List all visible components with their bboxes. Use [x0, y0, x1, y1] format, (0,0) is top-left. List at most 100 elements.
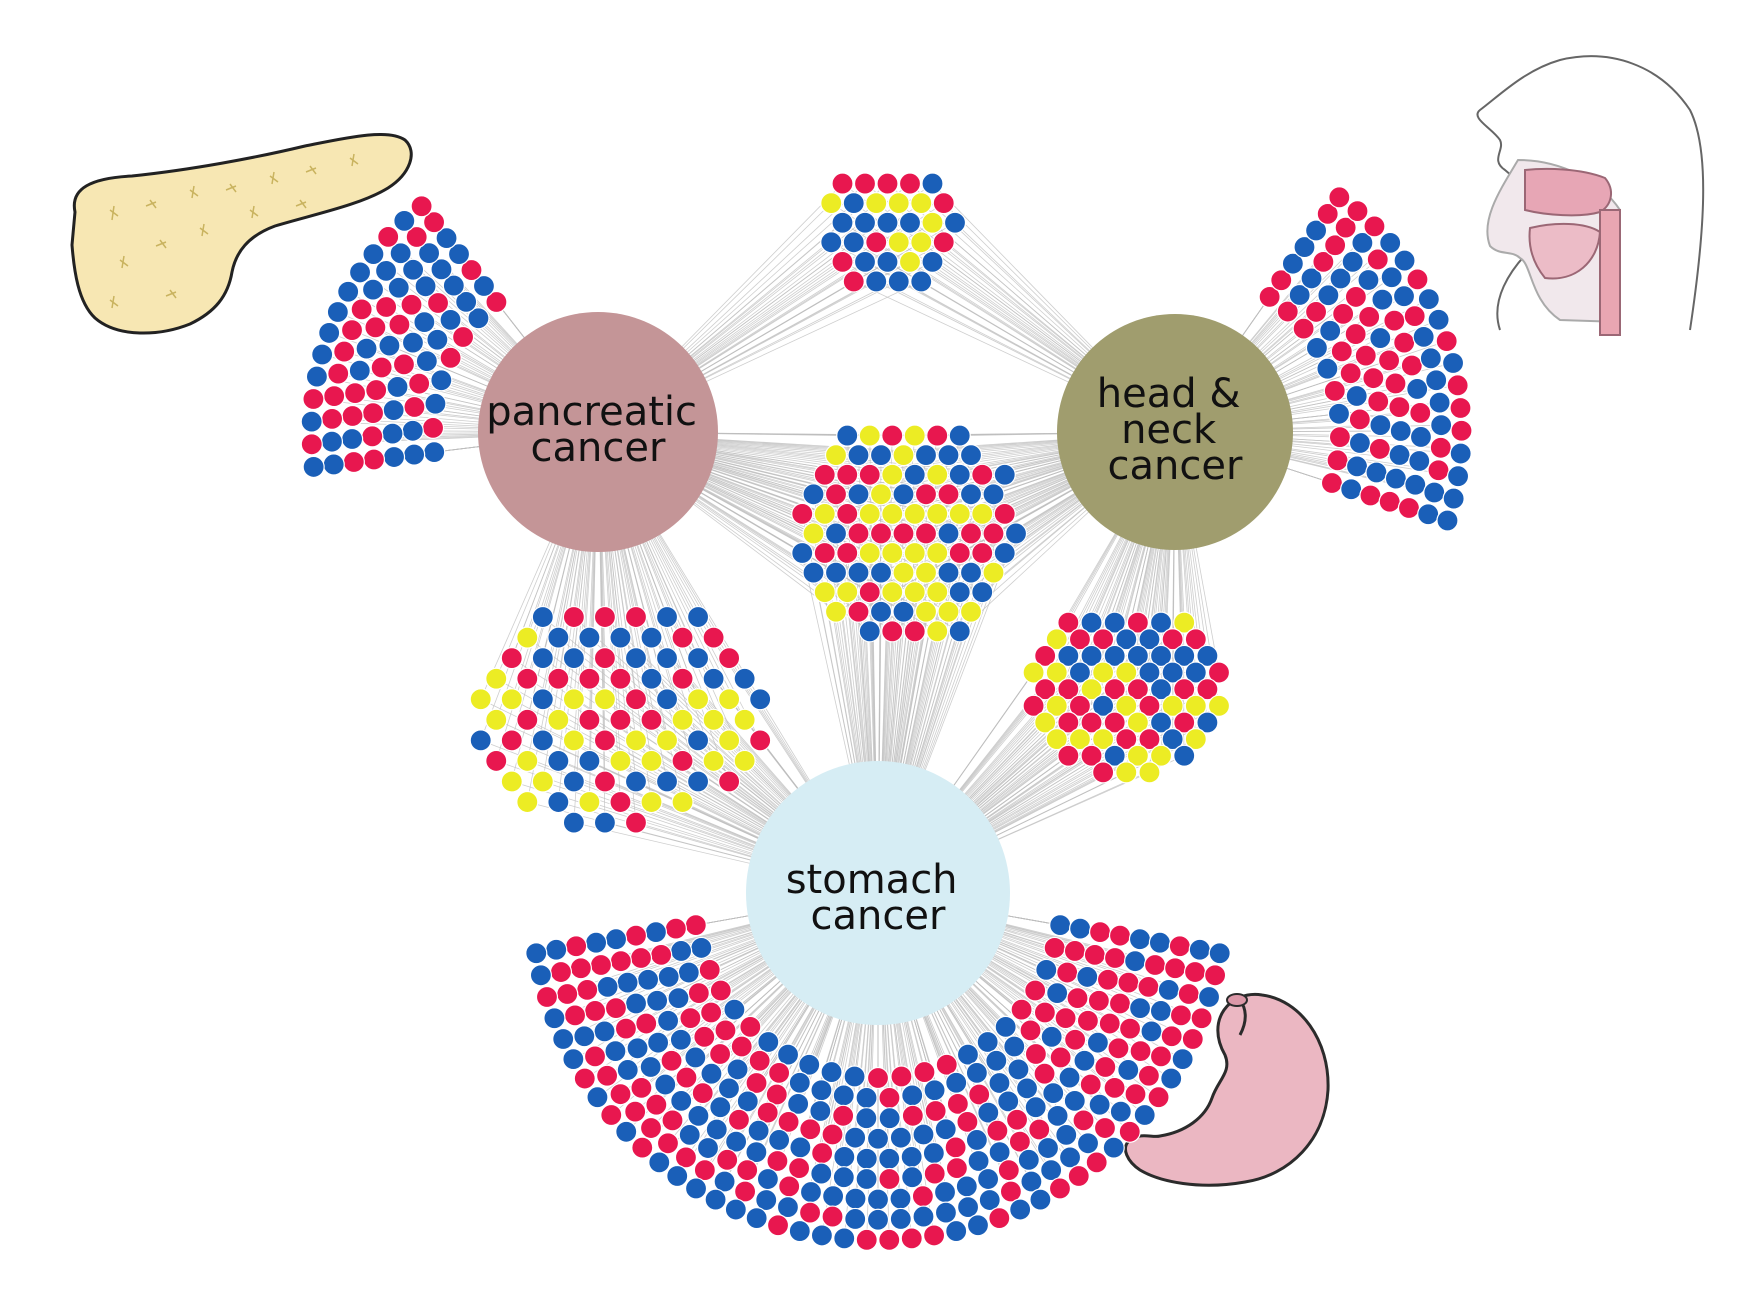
- hub-pancreatic-cancer[interactable]: pancreatic cancer: [478, 312, 718, 552]
- node-red: [1108, 992, 1132, 1015]
- node-blue: [636, 968, 660, 991]
- node-red: [932, 231, 955, 254]
- node-red: [593, 770, 617, 793]
- node-red: [1033, 1001, 1056, 1024]
- node-blue: [531, 729, 554, 752]
- node-red: [739, 1015, 762, 1038]
- node-blue: [655, 647, 679, 670]
- node-blue: [971, 581, 994, 604]
- node-yellow: [869, 483, 893, 506]
- node-blue: [1117, 1058, 1140, 1082]
- node-yellow: [485, 708, 508, 731]
- node-red: [1034, 644, 1057, 668]
- node-blue: [842, 231, 865, 254]
- node-red: [1324, 234, 1347, 257]
- node-yellow: [926, 463, 949, 486]
- node-red: [811, 1141, 834, 1165]
- node-blue: [945, 1071, 968, 1094]
- node-blue: [876, 250, 899, 273]
- node-blue: [733, 667, 756, 690]
- node-blue: [382, 399, 405, 422]
- node-red: [635, 1012, 658, 1035]
- cluster-pancreatic-only: [300, 195, 508, 479]
- node-red: [405, 225, 428, 249]
- node-red: [1435, 329, 1458, 353]
- node-blue: [833, 1145, 856, 1168]
- hub-stomach-cancer[interactable]: stomach cancer: [746, 761, 1010, 1025]
- cluster-headneck-stomach: [1022, 611, 1231, 784]
- node-blue: [624, 770, 648, 793]
- node-red: [1367, 390, 1390, 413]
- node-red: [749, 729, 772, 752]
- node-blue: [1149, 999, 1172, 1023]
- node-red: [664, 917, 687, 940]
- node-yellow: [655, 729, 679, 752]
- node-blue: [435, 227, 458, 250]
- node-blue: [959, 483, 983, 506]
- node-red: [584, 999, 607, 1023]
- node-blue: [956, 1195, 980, 1219]
- node-red: [1406, 268, 1429, 291]
- node-blue: [892, 600, 915, 623]
- node-blue: [1058, 1066, 1081, 1089]
- node-blue: [1171, 1048, 1194, 1071]
- node-blue: [853, 211, 877, 234]
- node-red: [500, 647, 523, 670]
- node-red: [365, 378, 388, 402]
- node-blue: [889, 1187, 912, 1210]
- node-blue: [982, 483, 1005, 506]
- node-red: [727, 1108, 751, 1131]
- node-blue: [820, 231, 843, 254]
- node-red: [1169, 1004, 1193, 1027]
- node-red: [333, 340, 356, 363]
- node-blue: [945, 1219, 968, 1243]
- cluster-headneck-only: [1258, 186, 1473, 532]
- node-blue: [626, 1037, 649, 1060]
- node-yellow: [702, 708, 725, 731]
- node-yellow: [914, 600, 938, 623]
- node-blue: [696, 1136, 720, 1160]
- node-blue: [832, 1084, 855, 1107]
- node-red: [831, 250, 854, 273]
- node-blue: [1003, 1035, 1026, 1058]
- node-red: [1312, 250, 1335, 273]
- node-red: [600, 1103, 623, 1127]
- node-red: [855, 1228, 878, 1251]
- node-red: [869, 522, 893, 545]
- node-blue: [1128, 997, 1152, 1020]
- node-blue: [374, 259, 398, 282]
- node-blue: [1379, 231, 1402, 254]
- node-red: [392, 353, 416, 376]
- node-blue: [865, 270, 888, 293]
- node-red: [377, 225, 400, 248]
- node-blue: [1173, 644, 1196, 668]
- node-red: [300, 433, 323, 456]
- node-blue: [1392, 285, 1416, 308]
- node-blue: [1069, 917, 1092, 940]
- node-yellow: [547, 708, 570, 731]
- node-red: [350, 298, 373, 321]
- node-red: [671, 626, 694, 649]
- node-yellow: [824, 444, 848, 467]
- node-yellow: [820, 192, 843, 215]
- node-red: [881, 620, 904, 643]
- node-blue: [1161, 661, 1184, 684]
- node-yellow: [640, 749, 663, 773]
- node-red: [1358, 305, 1381, 328]
- node-red: [1168, 935, 1191, 958]
- node-red: [1080, 711, 1103, 734]
- node-red: [1115, 728, 1138, 751]
- node-red: [1093, 1116, 1117, 1140]
- node-blue: [900, 1145, 923, 1168]
- hub-headneck-cancer[interactable]: head & neck cancer: [1057, 314, 1293, 550]
- node-yellow: [485, 667, 508, 690]
- node-red: [926, 424, 949, 447]
- node-red: [1409, 401, 1432, 424]
- node-blue: [1417, 503, 1440, 526]
- node-red: [1359, 484, 1382, 507]
- node-red: [1092, 761, 1115, 784]
- node-blue: [1208, 942, 1231, 965]
- node-blue: [1449, 442, 1472, 465]
- node-red: [410, 195, 433, 218]
- cluster-all-three: [791, 424, 1028, 643]
